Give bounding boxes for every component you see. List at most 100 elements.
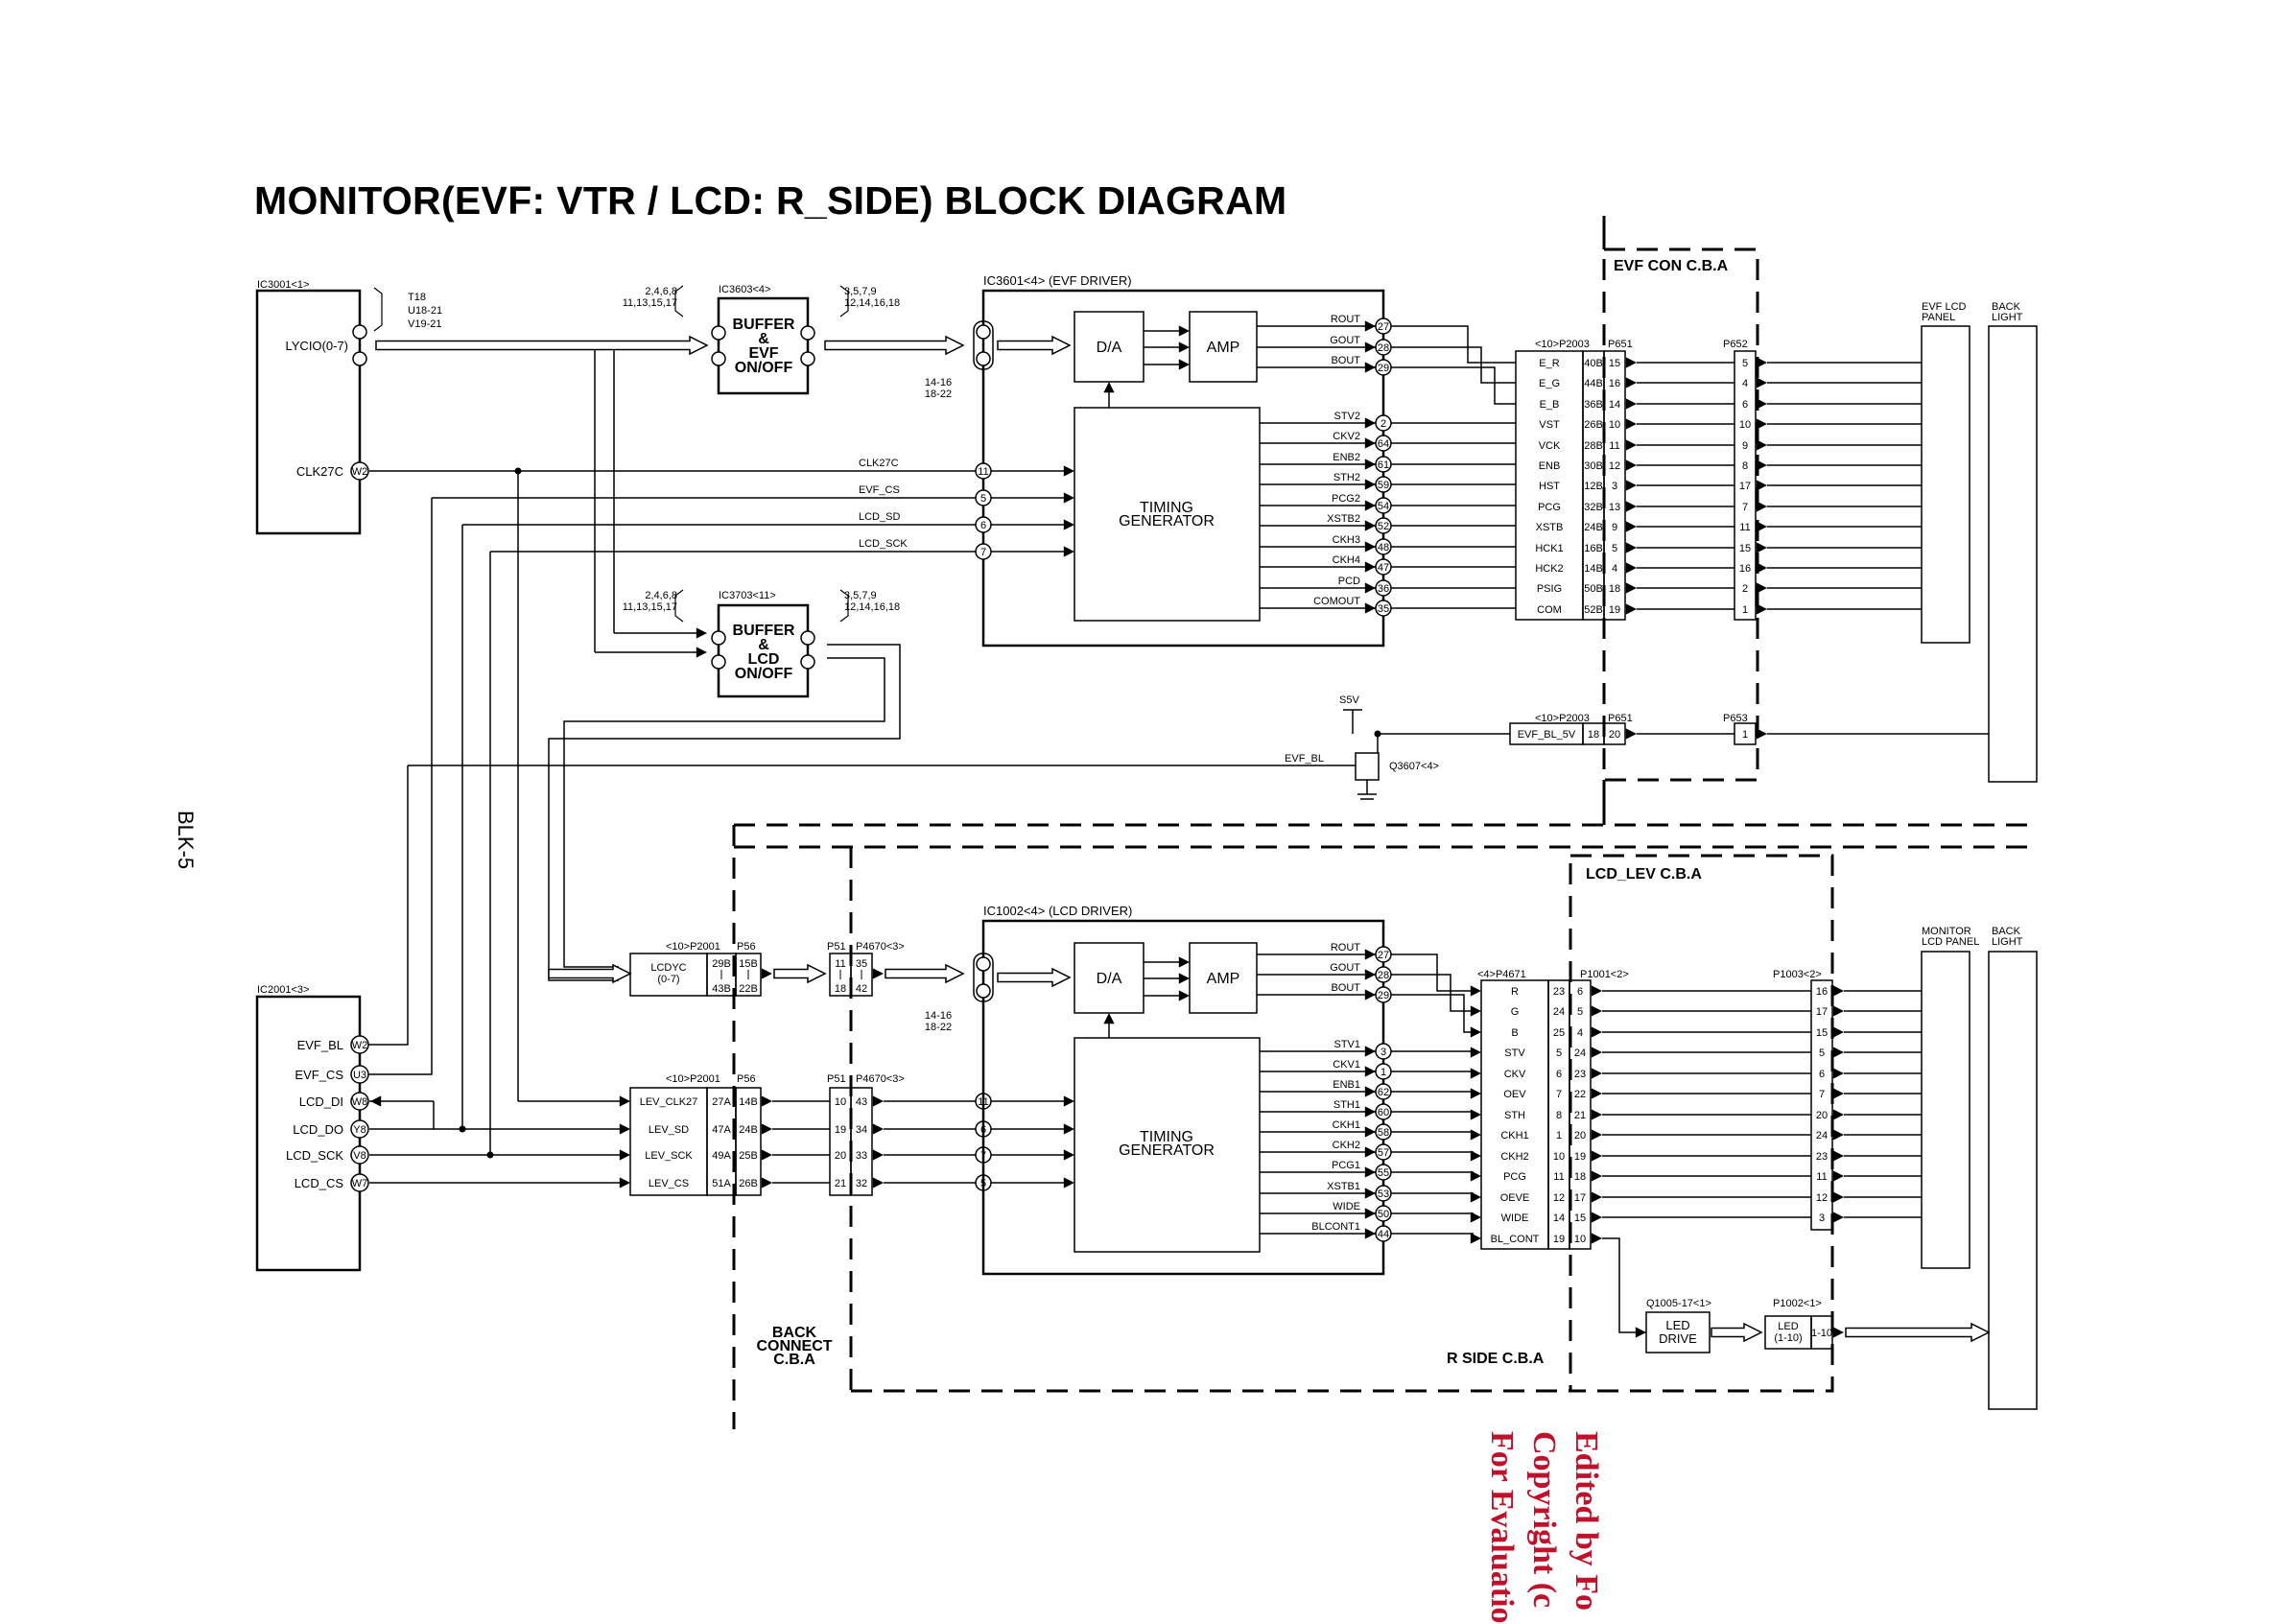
evf-conn-b-col [1603, 350, 1626, 621]
ic3601-out-pcd: PCD [1338, 576, 1360, 587]
arrow-head [1625, 542, 1637, 553]
lev-p2001-pin: 49A [712, 1150, 731, 1162]
arrow-head [1470, 985, 1481, 997]
lcd-conn-c: 15 [1816, 1027, 1828, 1039]
lcd-conn-b: 15 [1574, 1212, 1586, 1224]
evf-conn-c: 4 [1742, 378, 1748, 389]
ic3601-out-sth2: STH2 [1333, 472, 1360, 483]
lcd-conn-a: 10 [1553, 1151, 1565, 1163]
evf-lcd-panel-label: EVF LCD [1922, 301, 1967, 313]
ic3603-text: BUFFER [733, 317, 795, 333]
arrow-head [1178, 956, 1190, 968]
p651-header: P651 [1608, 339, 1633, 350]
ic3601-lcd-sck-label: LCD_SCK [859, 538, 908, 550]
pin-bracket [839, 285, 849, 318]
arrow-head [1756, 439, 1767, 451]
arrow-head [1364, 1166, 1376, 1178]
pin-number: 27 [1378, 321, 1389, 333]
arrow-head [1591, 1068, 1602, 1079]
ic1002-label: IC1002<4> (LCD DRIVER) [983, 904, 1132, 918]
evf-conn-signal-e_g: E_G [1539, 378, 1560, 389]
p56-header-2: P56 [737, 1073, 756, 1085]
evf-conn-signal-pcg: PCG [1538, 502, 1561, 513]
lev-lev_clk27: LEV_CLK27 [640, 1096, 698, 1108]
lcdyc-label: (0-7) [657, 974, 679, 985]
arrow-head [1364, 1066, 1376, 1077]
evf-conn-b: 3 [1612, 481, 1617, 492]
ic3603-pin [800, 325, 815, 341]
evf-conn-b: 18 [1609, 583, 1620, 595]
pin-number: 44 [1378, 1229, 1389, 1240]
lcd-conn-a: 7 [1556, 1089, 1562, 1100]
ic2001-pin-Y8 [350, 1119, 369, 1139]
p51-header-2: P51 [827, 1073, 846, 1085]
ic3603-box [717, 296, 810, 395]
ic1002-out-gout: GOUT [1330, 962, 1360, 974]
p2003-header: <10>P2003 [1535, 339, 1590, 350]
lcd-conn-b: 4 [1577, 1027, 1583, 1039]
arrow-head [1756, 377, 1767, 388]
ic1002-tg: TIMING [1140, 1129, 1193, 1145]
lev-p4670-pin: 34 [856, 1124, 867, 1136]
ic1002-amp-box [1189, 942, 1258, 1014]
arrow-head [1625, 728, 1637, 740]
arrow-head [1625, 439, 1637, 451]
pin-number: 2 [1380, 418, 1386, 430]
pin-number: 48 [1378, 542, 1389, 553]
evf-conn-b: 13 [1609, 502, 1620, 513]
lcd-conn-signal-bl_cont: BL_CONT [1491, 1234, 1540, 1245]
lcd-conn-c: 12 [1816, 1192, 1828, 1204]
arrow-head [1635, 1327, 1646, 1338]
arrow-head [619, 1095, 630, 1107]
arrow-head [761, 968, 772, 979]
pin-number: W7 [352, 1178, 368, 1189]
evf-rgb-wire [1391, 346, 1516, 384]
ic3703-pin [711, 654, 726, 670]
ic3603-pin [800, 351, 815, 366]
ic3703-out-pins: 3,5,7,9 [844, 590, 877, 601]
ic1002-out-enb1: ENB1 [1333, 1079, 1360, 1091]
arrow-head [1756, 398, 1767, 410]
evf-conn-b: 9 [1612, 522, 1617, 533]
lcd-conn-signal-stv: STV [1504, 1047, 1525, 1059]
ic1002-out-stv1: STV1 [1333, 1039, 1360, 1050]
arrow-head [696, 647, 707, 658]
arrow-head [1756, 459, 1767, 471]
arrow-head [1178, 325, 1190, 337]
arrow-head [1364, 362, 1376, 373]
p4670-header-2: P4670<3> [856, 1073, 905, 1085]
evf-conn-signal-hck2: HCK2 [1535, 563, 1563, 575]
arrow-head [1470, 1047, 1481, 1058]
lcd-conn-signal-ckv: CKV [1504, 1069, 1526, 1080]
p2001-header-2: <10>P2001 [666, 1073, 720, 1085]
arrow-head [696, 627, 707, 639]
pin-number: 54 [1378, 501, 1389, 512]
ic3001-clk-pin [350, 461, 369, 481]
pin-bracket [674, 285, 684, 318]
evf-conn-signal-psig: PSIG [1537, 583, 1562, 595]
back-connect-label: CONNECT [756, 1338, 832, 1354]
ic1002-out-rout: ROUT [1331, 942, 1360, 953]
arrow-head [1178, 973, 1190, 984]
ic1002-out-blcont1: BLCONT1 [1311, 1221, 1360, 1233]
arrow-head [1756, 521, 1767, 532]
arrow-head [1063, 1149, 1074, 1161]
ic3601-out-ckv2: CKV2 [1333, 431, 1360, 442]
evf-conn-signal-hst: HST [1539, 481, 1560, 492]
evf-lcd-panel [1921, 325, 1970, 644]
lcd-conn-b: 22 [1574, 1089, 1586, 1100]
arrow-head [1756, 542, 1767, 553]
pin-number: 55 [1378, 1167, 1389, 1179]
back-connect-label: BACK [772, 1325, 817, 1341]
ic1002-out-pcg1: PCG1 [1332, 1160, 1360, 1171]
arrow-head [1832, 1109, 1844, 1120]
arrow-head [1832, 1088, 1844, 1099]
ic1002-out-ckh2: CKH2 [1333, 1140, 1360, 1151]
ic3601-out-pcg2: PCG2 [1332, 493, 1360, 505]
ic3601-amp: AMP [1207, 340, 1240, 356]
bl-cont-wire [1602, 1237, 1646, 1333]
evf-back-light-label: BACK [1992, 301, 2021, 313]
ic3601-out-ckh4: CKH4 [1333, 554, 1360, 566]
lcd-conn-b: 5 [1577, 1006, 1583, 1018]
evf-conn-signal-com: COM [1537, 604, 1562, 616]
